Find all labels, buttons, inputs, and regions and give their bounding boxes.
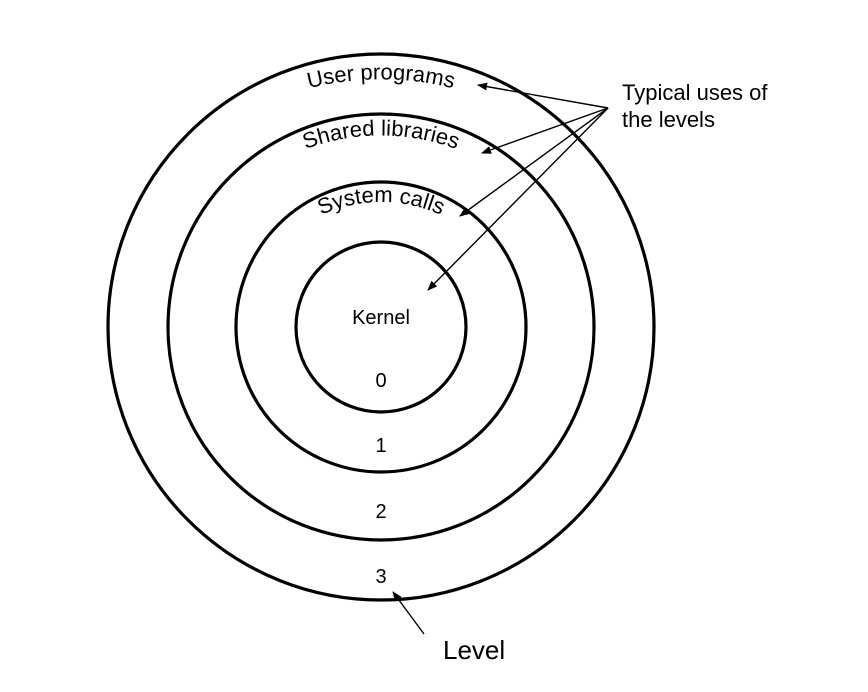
ring-level-3	[106, 52, 656, 602]
label-user-programs: User programs	[304, 59, 457, 93]
ring-level-2	[166, 112, 596, 542]
ring-level-1	[234, 180, 528, 474]
level-number-1: 1	[375, 435, 386, 457]
arrow-to-user-programs	[477, 82, 609, 109]
arrow-to-kernel	[427, 107, 609, 291]
arrow-to-shared-libraries	[481, 107, 609, 154]
level-number-2: 2	[375, 501, 386, 523]
level-number-0: 0	[375, 370, 386, 392]
label-system-calls: System calls	[314, 182, 449, 220]
level-label: Level	[443, 635, 505, 665]
annotation-line-1: Typical uses of	[622, 80, 768, 105]
label-kernel: Kernel	[352, 307, 410, 329]
level-number-3: 3	[375, 566, 386, 588]
annotation-line-2: the levels	[622, 107, 715, 132]
ring-level-0	[294, 240, 468, 414]
arrow-to-system-calls	[459, 107, 609, 217]
arrow-to-outer-ring	[392, 591, 425, 635]
